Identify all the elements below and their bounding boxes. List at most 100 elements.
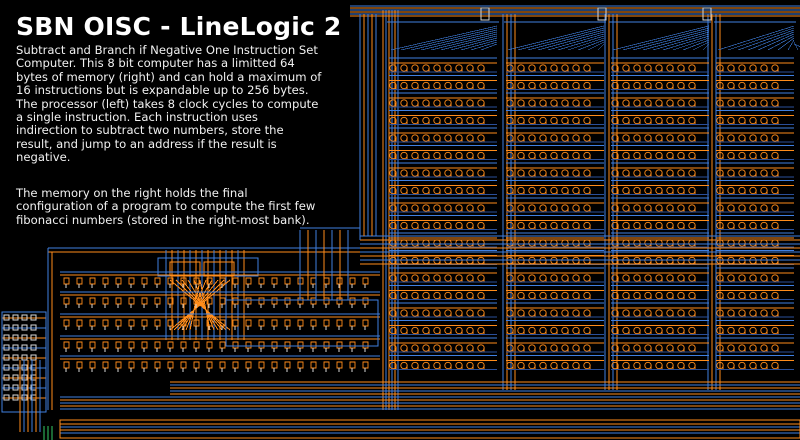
- memory-cell: [550, 221, 558, 230]
- memory-cell: [677, 151, 685, 160]
- memory-cell: [422, 169, 430, 177]
- logic-gate: [271, 277, 278, 285]
- memory-cell: [400, 64, 408, 72]
- memory-cell: [688, 169, 696, 177]
- memory-cell: [666, 361, 674, 370]
- memory-cell: [455, 134, 463, 142]
- memory-cell: [506, 344, 514, 352]
- fan-in-wire: [420, 31, 498, 51]
- logic-gate: [206, 319, 213, 327]
- cpu-cross-wire: [177, 279, 219, 331]
- logic-gate: [323, 319, 330, 327]
- memory-cell: [760, 239, 768, 247]
- memory-cell: [688, 99, 696, 107]
- memory-cell: [506, 291, 514, 300]
- memory-cell: [444, 204, 452, 212]
- memory-cell: [411, 239, 419, 247]
- memory-cell: [539, 344, 547, 352]
- memory-cell: [738, 361, 746, 370]
- memory-cell: [561, 186, 569, 195]
- memory-cell: [633, 291, 641, 300]
- logic-gate: [63, 297, 70, 305]
- memory-cell: [688, 291, 696, 300]
- memory-cell: [760, 344, 768, 352]
- memory-cell: [528, 344, 536, 352]
- memory-cell: [771, 151, 779, 160]
- memory-cell: [677, 186, 685, 195]
- logic-gate: [258, 361, 265, 369]
- memory-cell: [411, 361, 419, 370]
- memory-cell: [655, 169, 663, 177]
- memory-cell: [583, 326, 591, 335]
- memory-cell: [572, 169, 580, 177]
- logic-gate: [323, 361, 330, 369]
- logic-gate: [154, 341, 161, 349]
- memory-cell: [550, 134, 558, 142]
- input-switch: [3, 334, 10, 341]
- memory-cell: [411, 274, 419, 282]
- input-switch: [12, 394, 19, 401]
- memory-cell: [444, 274, 452, 282]
- description-paragraph: Subtract and Branch if Negative One Inst…: [16, 43, 348, 165]
- memory-cell: [760, 169, 768, 177]
- memory-cell: [760, 361, 768, 370]
- logic-gate: [258, 277, 265, 285]
- memory-note-line: The memory on the right holds the final: [16, 186, 248, 200]
- memory-cell: [666, 239, 674, 247]
- memory-cell: [749, 81, 757, 90]
- logic-gate: [271, 341, 278, 349]
- logic-gate: [336, 319, 343, 327]
- memory-cell: [760, 99, 768, 107]
- logic-gate: [115, 319, 122, 327]
- fan-in-wire: [567, 37, 605, 51]
- memory-cell: [727, 99, 735, 107]
- logic-gate: [271, 319, 278, 327]
- memory-cell: [528, 169, 536, 177]
- memory-cell: [455, 151, 463, 160]
- memory-cell: [444, 99, 452, 107]
- description-line: 16 instructions but is expandable up to …: [16, 83, 309, 98]
- memory-cell: [433, 64, 441, 72]
- memory-cell: [539, 151, 547, 160]
- memory-cell: [466, 274, 474, 282]
- fan-in-wire: [793, 41, 799, 51]
- memory-cell: [433, 169, 441, 177]
- memory-cell: [749, 186, 757, 195]
- memory-cell: [400, 291, 408, 300]
- logic-gate: [102, 319, 109, 327]
- memory-cell: [655, 361, 663, 370]
- logic-gate: [219, 277, 226, 285]
- memory-cell: [666, 344, 674, 352]
- memory-cell: [444, 151, 452, 160]
- memory-cell: [622, 81, 630, 90]
- bank-header-pin: [480, 7, 490, 21]
- memory-cell: [688, 204, 696, 212]
- memory-cell: [433, 361, 441, 370]
- logic-gate: [310, 297, 317, 305]
- logic-gate: [232, 319, 239, 327]
- memory-cell: [455, 64, 463, 72]
- memory-cell: [583, 361, 591, 370]
- memory-cell: [644, 344, 652, 352]
- memory-cell: [749, 116, 757, 125]
- memory-cell: [749, 274, 757, 282]
- fan-in-wire: [787, 39, 795, 51]
- memory-cell: [466, 64, 474, 72]
- memory-cell: [655, 134, 663, 142]
- memory-cell: [572, 186, 580, 195]
- memory-cell: [655, 309, 663, 317]
- memory-cell: [517, 361, 525, 370]
- memory-cell: [572, 81, 580, 90]
- memory-cell: [622, 134, 630, 142]
- memory-cell: [677, 134, 685, 142]
- memory-cell: [771, 221, 779, 230]
- memory-cell: [749, 64, 757, 72]
- logic-gate: [245, 361, 252, 369]
- logic-gate: [141, 277, 148, 285]
- memory-cell: [749, 99, 757, 107]
- memory-cell: [655, 291, 663, 300]
- memory-cell: [466, 221, 474, 230]
- logic-gate: [297, 277, 304, 285]
- memory-cell: [688, 274, 696, 282]
- memory-cell: [727, 291, 735, 300]
